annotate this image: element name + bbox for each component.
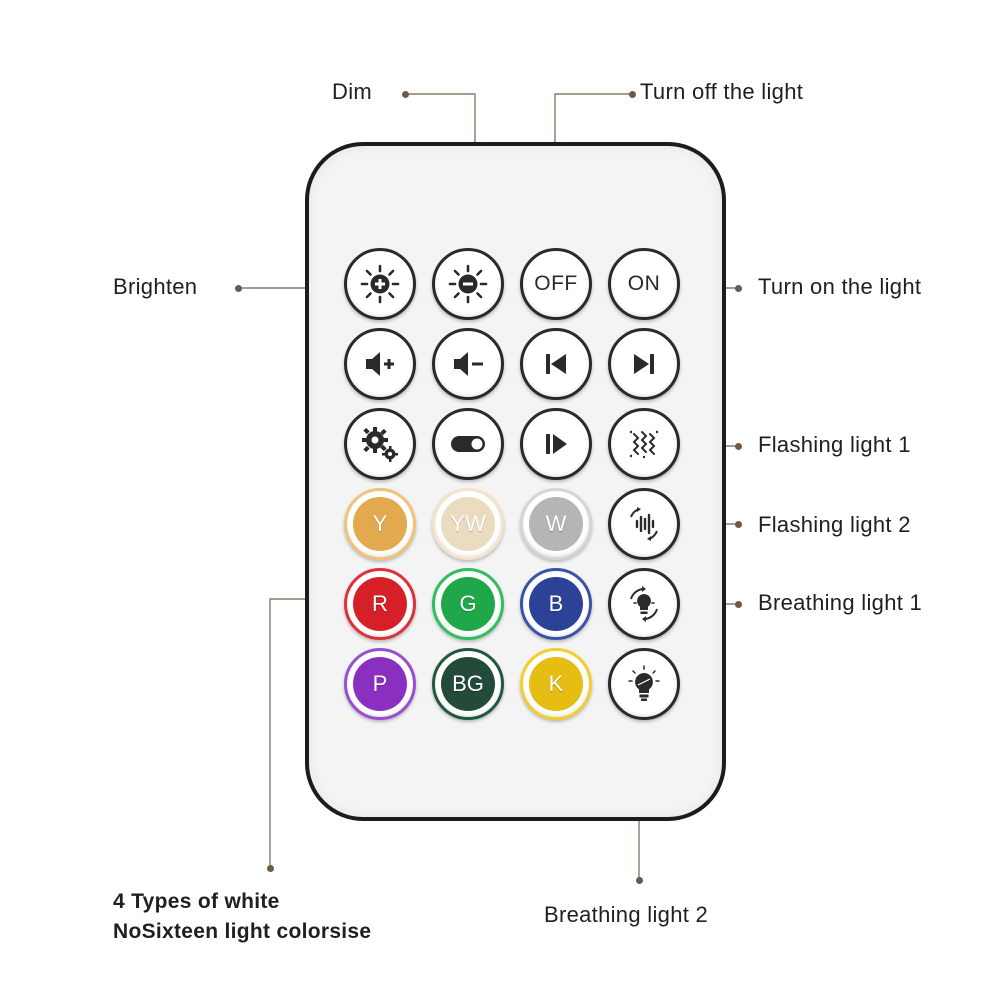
red-label: R <box>372 591 388 616</box>
blue-green-button[interactable]: BG <box>432 648 504 720</box>
skip-previous-icon <box>529 337 583 391</box>
white-types-dot <box>266 864 274 872</box>
turn-off-dot <box>628 90 636 98</box>
volume-up-icon <box>353 337 407 391</box>
on-button[interactable]: ON <box>608 248 680 320</box>
green-button[interactable]: G <box>432 568 504 640</box>
yellow-label: Y <box>372 511 388 536</box>
bulb-cycle-icon <box>617 577 671 631</box>
label-brighten: Brighten <box>113 274 198 299</box>
flashing1-dot <box>734 442 742 450</box>
play-icon <box>529 417 583 471</box>
dim-button[interactable] <box>432 248 504 320</box>
yellow-button[interactable]: Y <box>344 488 416 560</box>
on-button-label: ON <box>627 272 661 295</box>
breathing2-dot <box>635 876 643 884</box>
purple-button[interactable]: P <box>344 648 416 720</box>
label-white-types-2: NoSixteen light colorsise <box>113 920 372 943</box>
purple-label: P <box>372 671 388 696</box>
remote-control <box>305 142 726 821</box>
off-button-label: OFF <box>534 272 578 295</box>
brightness-up-icon <box>353 257 407 311</box>
red-button[interactable]: R <box>344 568 416 640</box>
k-color-button[interactable]: K <box>520 648 592 720</box>
brighten-dot <box>234 284 242 292</box>
volume-down-button[interactable] <box>432 328 504 400</box>
white-button[interactable]: W <box>520 488 592 560</box>
blue-green-label: BG <box>452 671 484 696</box>
label-breathing-1: Breathing light 1 <box>758 590 923 615</box>
bulb-on-off-icon <box>617 657 671 711</box>
label-breathing-2: Breathing light 2 <box>544 902 709 927</box>
flashing-light-1-button[interactable] <box>608 408 680 480</box>
breathing1-dot <box>734 600 742 608</box>
toggle-button[interactable] <box>432 408 504 480</box>
label-flashing-2: Flashing light 2 <box>758 512 911 537</box>
blue-button[interactable]: B <box>520 568 592 640</box>
turn-on-dot <box>734 284 742 292</box>
label-dim: Dim <box>332 79 373 104</box>
brightness-down-icon <box>441 257 495 311</box>
toggle-switch-icon <box>441 417 495 471</box>
skip-next-icon <box>617 337 671 391</box>
play-button[interactable] <box>520 408 592 480</box>
sparkle-wave-icon <box>617 417 671 471</box>
off-button[interactable]: OFF <box>520 248 592 320</box>
label-turn-on: Turn on the light <box>758 274 922 299</box>
label-flashing-1: Flashing light 1 <box>758 432 911 457</box>
yellow-white-button[interactable]: YW <box>432 488 504 560</box>
next-button[interactable] <box>608 328 680 400</box>
flashing-light-2-button[interactable] <box>608 488 680 560</box>
breathing-light-2-button[interactable] <box>608 648 680 720</box>
white-label: W <box>545 511 567 536</box>
flashing2-dot <box>734 520 742 528</box>
blue-label: B <box>548 591 564 616</box>
yellow-white-label: YW <box>450 511 486 536</box>
settings-button[interactable] <box>344 408 416 480</box>
label-white-types-1: 4 Types of white <box>113 890 280 913</box>
label-turn-off: Turn off the light <box>640 79 804 104</box>
sound-wave-cycle-icon <box>617 497 671 551</box>
green-label: G <box>459 591 477 616</box>
brighten-button[interactable] <box>344 248 416 320</box>
breathing-light-1-button[interactable] <box>608 568 680 640</box>
gears-icon <box>353 417 407 471</box>
volume-up-button[interactable] <box>344 328 416 400</box>
k-color-label: K <box>548 671 564 696</box>
dim-dot <box>401 90 409 98</box>
previous-button[interactable] <box>520 328 592 400</box>
volume-down-icon <box>441 337 495 391</box>
